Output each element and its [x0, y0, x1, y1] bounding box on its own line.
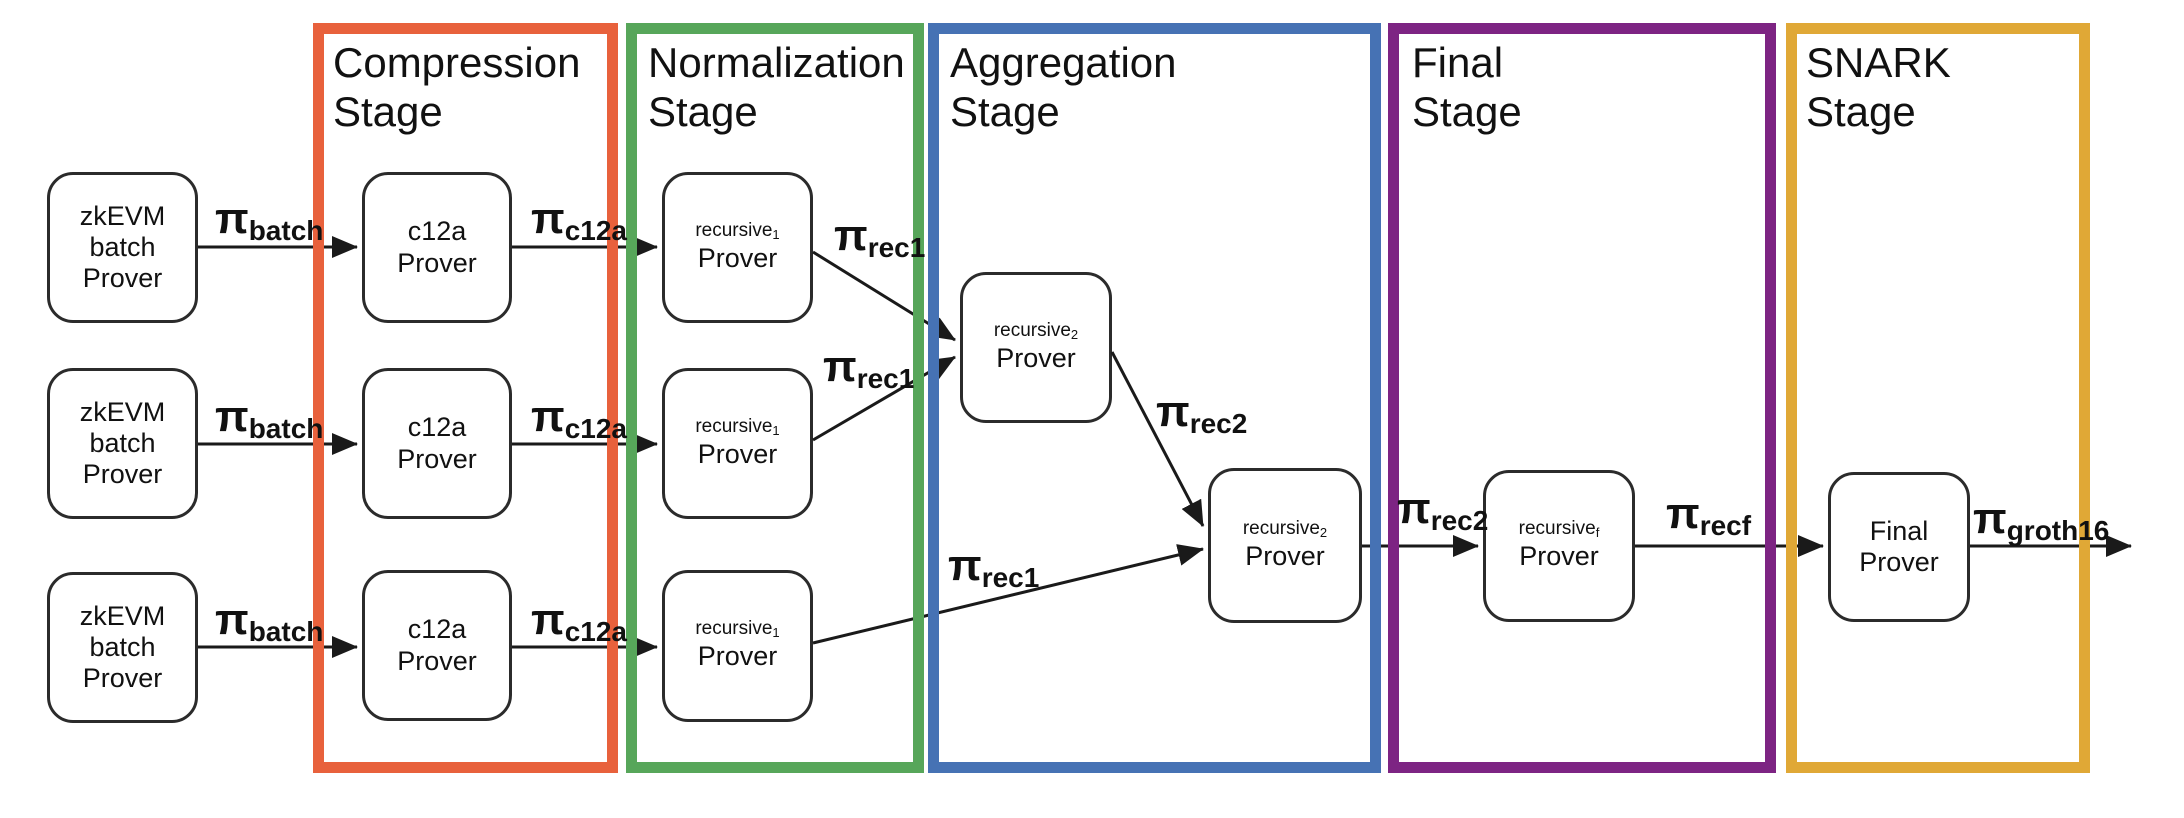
node-c12a-prover-1: c12a Prover: [362, 172, 512, 323]
stage-title-line: SNARK: [1806, 39, 1951, 86]
node-label-line: c12a: [407, 614, 467, 645]
stage-title-normalization: Normalization Stage: [648, 38, 905, 136]
label-pi-batch-3: πbatch: [215, 595, 324, 647]
node-recursive1-prover-2: recursive1 Prover: [662, 368, 813, 519]
node-c12a-prover-3: c12a Prover: [362, 570, 512, 721]
node-label-line: batch: [89, 427, 156, 458]
node-label-line: Prover: [1859, 547, 1939, 577]
label-pi-c12a-3: πc12a: [531, 595, 627, 647]
stage-title-line: Normalization: [648, 39, 905, 86]
node-label-line: zkEVM: [79, 600, 166, 631]
arrow-pi-rec1-3: [812, 544, 1204, 645]
node-label-line: Prover: [397, 247, 477, 278]
stage-title-line: Stage: [1806, 88, 1916, 135]
label-pi-rec2-horizontal: πrec2: [1397, 484, 1489, 536]
label-pi-groth16: πgroth16: [1973, 494, 2110, 546]
arrow-pi-rec2-diagonal: [1110, 351, 1205, 527]
node-label-line: batch: [89, 631, 156, 662]
node-label-small: recursive2: [993, 319, 1079, 342]
node-label-line: Prover: [82, 263, 163, 294]
node-zkevm-batch-prover-1: zkEVM batch Prover: [47, 172, 198, 323]
node-label-line: Prover: [1245, 540, 1325, 571]
label-pi-rec1-2: πrec1: [823, 342, 915, 394]
node-zkevm-batch-prover-3: zkEVM batch Prover: [47, 572, 198, 723]
node-label-line: Prover: [397, 443, 477, 474]
node-label-line: Prover: [397, 645, 477, 676]
node-label-line: c12a: [407, 412, 467, 443]
arrow-pi-rec1-1: [812, 250, 956, 342]
node-label-line: Prover: [996, 342, 1076, 373]
label-pi-batch-1: πbatch: [215, 194, 324, 246]
node-label-line: zkEVM: [79, 200, 166, 231]
node-label-line: c12a: [407, 216, 467, 247]
stage-title-line: Stage: [1412, 88, 1522, 135]
node-label-line: Prover: [1519, 541, 1599, 572]
node-label-small: recursivef: [1518, 518, 1600, 541]
node-label-line: Prover: [697, 242, 778, 273]
stage-title-line: Stage: [648, 88, 758, 135]
node-label-line: zkEVM: [79, 396, 166, 427]
label-pi-rec1-1: πrec1: [834, 211, 926, 263]
label-pi-batch-2: πbatch: [215, 392, 324, 444]
node-label-line: Prover: [82, 663, 163, 694]
stage-title-compression: Compression Stage: [333, 38, 580, 136]
node-label-small: recursive1: [695, 618, 780, 641]
node-label-small: recursive1: [695, 415, 780, 438]
node-recursive2-prover-bottom: recursive2 Prover: [1208, 468, 1362, 623]
node-label-line: batch: [89, 231, 156, 262]
node-recursive1-prover-3: recursive1 Prover: [662, 570, 813, 722]
stage-title-snark: SNARK Stage: [1806, 38, 1951, 136]
node-label-line: Prover: [82, 459, 163, 490]
node-label-line: Prover: [697, 438, 778, 469]
label-pi-c12a-2: πc12a: [531, 392, 627, 444]
stage-title-line: Aggregation: [950, 39, 1177, 86]
stage-title-line: Stage: [950, 88, 1060, 135]
node-label-small: recursive1: [695, 219, 780, 242]
node-label-line: Prover: [697, 641, 778, 672]
node-recursive2-prover-top: recursive2 Prover: [960, 272, 1112, 423]
node-label-line: Final: [1869, 515, 1929, 546]
node-final-prover: Final Prover: [1828, 472, 1970, 622]
label-pi-recf: πrecf: [1666, 489, 1752, 541]
node-label-small: recursive2: [1242, 517, 1328, 540]
stage-title-line: Final: [1412, 39, 1504, 86]
label-pi-c12a-1: πc12a: [531, 194, 627, 246]
stage-title-aggregation: Aggregation Stage: [950, 38, 1177, 136]
node-zkevm-batch-prover-2: zkEVM batch Prover: [47, 368, 198, 519]
node-recursivef-prover: recursivef Prover: [1483, 470, 1635, 622]
stage-title-line: Stage: [333, 88, 443, 135]
stage-title-final: Final Stage: [1412, 38, 1522, 136]
stage-title-line: Compression: [333, 39, 581, 86]
node-recursive1-prover-1: recursive1 Prover: [662, 172, 813, 323]
node-c12a-prover-2: c12a Prover: [362, 368, 512, 519]
label-pi-rec1-3: πrec1: [948, 541, 1040, 593]
label-pi-rec2-diagonal: πrec2: [1156, 387, 1248, 439]
